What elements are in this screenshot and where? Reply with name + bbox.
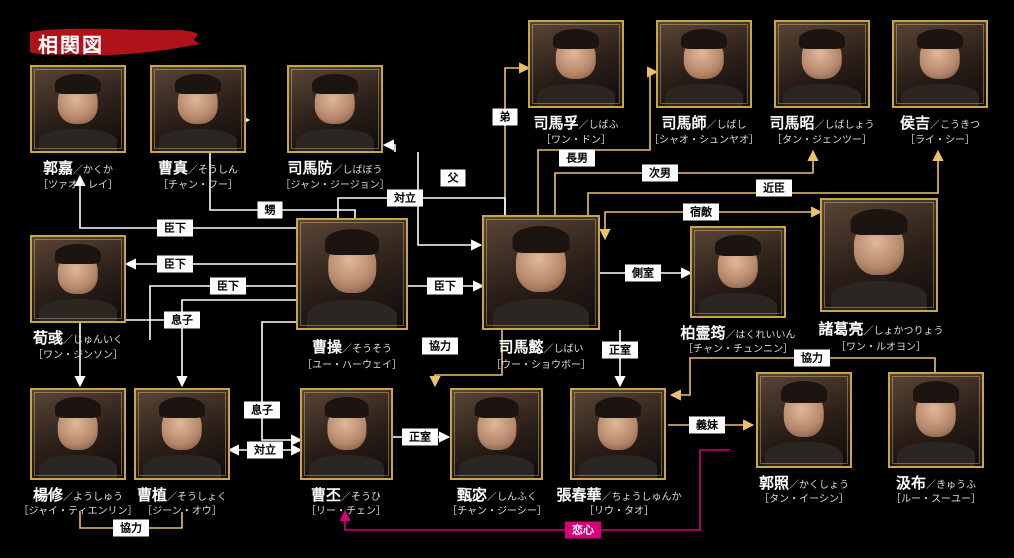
chart-title: 相関図 (38, 33, 104, 57)
character-name-youshuu: 楊修／ようしゅう (32, 486, 123, 504)
character-name-shibai: 司馬懿／しばい (498, 338, 584, 356)
actor-shokatsu: ［ワン・ルオヨン］ (836, 342, 926, 353)
character-name-shibashi: 司馬師／しばし (661, 114, 747, 132)
portrait-sousou (296, 218, 408, 330)
relation-label-jinan: 次男 (642, 164, 678, 182)
actor-hakureiin: ［チャン・チュンニン］ (683, 344, 793, 355)
relation-label-otouto: 弟 (492, 108, 518, 126)
line-kyouryoku-mid (429, 330, 503, 388)
character-name-sousou: 曹操／そうそう (311, 338, 392, 356)
actor-youshuu: ［ジャイ・ティエンリン］ (18, 506, 138, 517)
line-musuko1 (176, 299, 296, 388)
line-shukuteki (599, 206, 823, 241)
relation-label-musuko1: 息子 (164, 311, 200, 329)
actor-shibashi: ［シャオ・シュンヤオ］ (649, 135, 759, 146)
line-musuko2 (261, 321, 303, 446)
character-name-kakuka: 郭嘉／かくか (42, 159, 113, 177)
portrait-kakuka (30, 65, 126, 153)
character-name-kyuufu: 汲布／きゅうふ (895, 474, 976, 492)
portrait-kyuufu (888, 372, 984, 468)
character-name-hakureiin: 柏霊筠／はくれいいん (680, 324, 796, 342)
actor-shibashou: ［タン・ジェンツー］ (772, 135, 872, 146)
relation-label-shinka4: 臣下 (427, 277, 463, 295)
portrait-shinfuku (450, 388, 543, 480)
portrait-shibashi (656, 20, 752, 108)
line-jinan (554, 149, 819, 215)
portrait-shokatsu (820, 198, 938, 312)
portrait-shibabou (287, 65, 383, 153)
portrait-koukitsu (892, 20, 988, 108)
actor-sousou: ［ユー・ハーウェイ］ (302, 360, 402, 371)
relation-label-chichi: 父 (440, 169, 466, 187)
relation-label-gimai: 義妹 (689, 416, 725, 434)
relation-label-shinka3: 臣下 (210, 277, 246, 295)
relation-label-kinshin: 近臣 (756, 179, 792, 197)
actor-soushoku: ［ジーン・オウ］ (142, 506, 222, 517)
portrait-soushin (150, 65, 246, 153)
portrait-youshuu (30, 388, 126, 480)
relation-label-musuko2: 息子 (244, 401, 280, 419)
character-name-junik: 荀彧／じゅんいく (32, 329, 123, 347)
character-name-kakushou: 郭照／かくしょう (758, 474, 849, 492)
relation-label-oi: 甥 (257, 201, 283, 219)
chart-title-banner: 相関図 (28, 26, 200, 58)
actor-souhi: ［リー・チェン］ (306, 506, 386, 517)
portrait-choushunka (570, 388, 666, 480)
portrait-souhi (300, 388, 393, 480)
line-chounan (537, 66, 659, 215)
actor-kakushou: ［タン・イーシン］ (759, 494, 849, 505)
line-renshin (339, 449, 730, 531)
character-name-shibashou: 司馬昭／しばしょう (769, 114, 875, 132)
actor-kakuka: ［ツァオ・レイ］ (38, 180, 118, 191)
portrait-shibashou (774, 20, 870, 108)
character-name-soushoku: 曹植／そうしょく (136, 486, 227, 504)
character-name-shokatsu: 諸葛亮／しょかつりょう (818, 320, 944, 338)
portrait-kakushou (756, 372, 852, 468)
character-name-choushunka: 張春華／ちょうしゅんか (556, 486, 682, 504)
relation-label-shinka1: 臣下 (157, 219, 193, 237)
portrait-hakureiin (690, 226, 786, 318)
portrait-shibai (482, 215, 600, 330)
line-otouto (504, 62, 531, 215)
actor-soushin: ［チャン・フー］ (158, 180, 238, 191)
relation-label-shukuteki: 宿敵 (683, 203, 719, 221)
relation-label-renshin: 恋心 (565, 521, 601, 539)
line-to-shibabou (382, 139, 396, 152)
actor-shibafu: ［ワン・ドン］ (541, 135, 611, 146)
line-chichi (417, 152, 483, 251)
actor-shibabou: ［ジャン・ジージョン］ (280, 180, 390, 191)
character-name-shibabou: 司馬防／しばぼう (287, 159, 383, 177)
actor-shinfuku: ［チャン・ジーシー］ (447, 506, 547, 517)
relation-label-kyouryoku-bottom: 協力 (113, 519, 149, 537)
relation-label-seishitsu1: 正室 (402, 428, 438, 446)
brush-stroke-icon (30, 28, 200, 56)
line-shinka1 (74, 174, 296, 229)
actor-junik: ［ワン・ジンソン］ (33, 350, 123, 361)
character-name-shinfuku: 甄宓／しんふく (456, 486, 537, 504)
character-name-koukitsu: 侯吉／こうきつ (899, 114, 980, 132)
relation-label-taiketsu-top: 対立 (387, 189, 423, 207)
actor-koukitsu: ［ライ・シー］ (905, 135, 975, 146)
portrait-junik (30, 235, 126, 323)
line-kyouryoku-top (669, 357, 936, 401)
relation-label-taiketsu-bottom: 対立 (247, 441, 283, 459)
relation-label-kyouryoku-top: 協力 (794, 349, 830, 367)
portrait-shibafu (528, 20, 624, 108)
relation-label-shinka2: 臣下 (157, 255, 193, 273)
relation-label-seishitsu2: 正室 (602, 341, 638, 359)
portrait-soushoku (134, 388, 230, 480)
actor-shibai: ［ウー・ショウボー］ (491, 360, 591, 371)
actor-choushunka: ［リウ・タオ］ (584, 506, 654, 517)
character-name-shibafu: 司馬孚／しばふ (533, 114, 619, 132)
relation-label-chounan: 長男 (559, 149, 595, 167)
character-name-souhi: 曹丕／そうひ (310, 486, 381, 504)
relation-label-sokushitsu: 側室 (625, 264, 661, 282)
line-shinka3 (149, 285, 296, 340)
character-name-soushin: 曹真／そうしん (157, 159, 238, 177)
relation-label-kyouryoku-mid: 協力 (422, 337, 458, 355)
actor-kyuufu: ［ルー・スーユー］ (891, 494, 981, 505)
